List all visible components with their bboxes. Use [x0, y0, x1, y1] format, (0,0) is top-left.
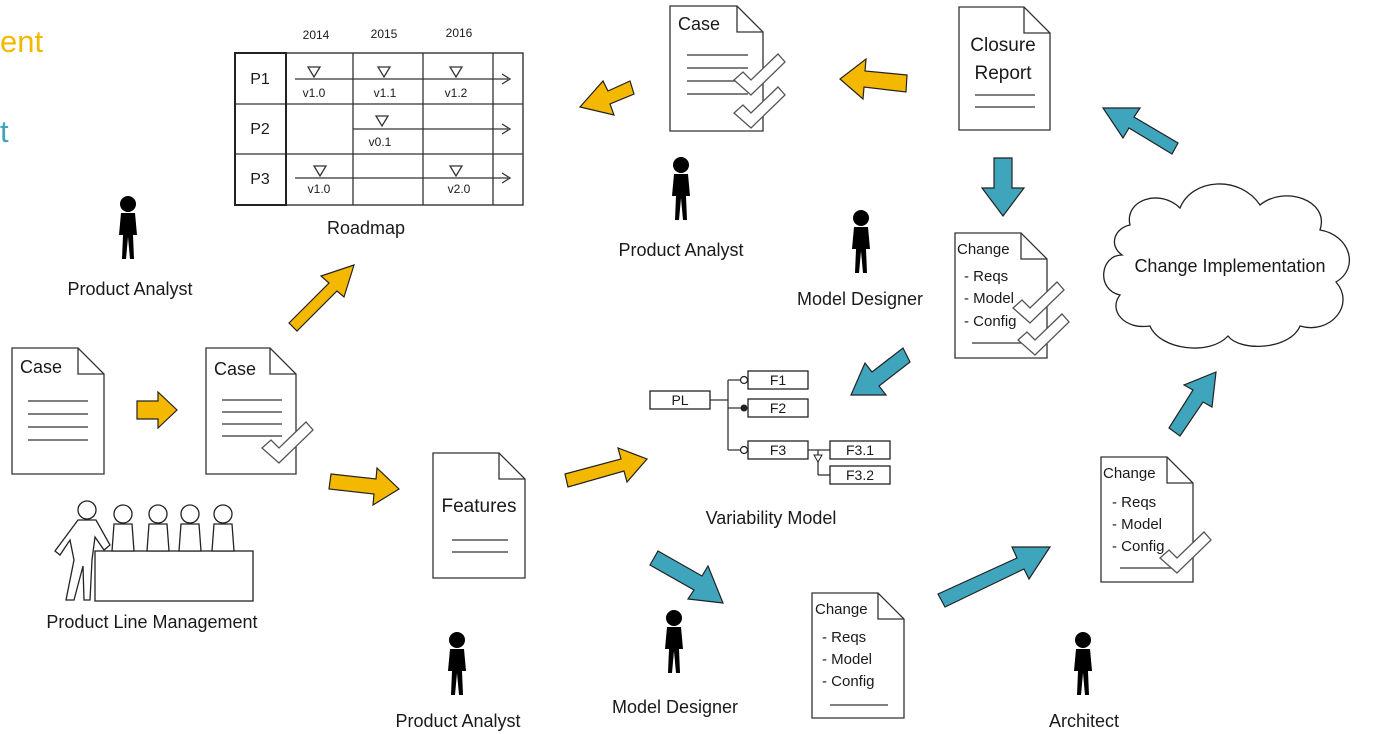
- document-title: Case: [678, 14, 720, 34]
- roadmap-row-p1: P1: [250, 71, 270, 88]
- document-title: Report: [974, 63, 1032, 84]
- document-title: Case: [20, 357, 62, 377]
- document-item: - Reqs: [1112, 494, 1156, 511]
- legend-text-1: ent: [0, 24, 43, 59]
- model-designer-icon: [852, 210, 870, 273]
- document-item: - Reqs: [822, 629, 866, 646]
- document-title: Change: [957, 241, 1010, 258]
- feature-label: F3.2: [846, 467, 874, 483]
- cloud-label: Change Implementation: [1134, 256, 1325, 276]
- document-title: Change: [1103, 465, 1156, 482]
- change-arrow: [1168, 371, 1217, 437]
- roadmap-year-2014: 2014: [303, 28, 330, 42]
- roadmap-row-p2: P2: [250, 121, 270, 138]
- case-document-checked: Case: [205, 347, 314, 475]
- process-arrow: [578, 79, 635, 116]
- closure-report-document: Closure Report: [958, 6, 1051, 131]
- change-arrow: [649, 550, 724, 604]
- roadmap-version: v1.1: [374, 86, 397, 100]
- legend-text-2: t: [0, 114, 9, 149]
- feature-label: F1: [770, 372, 787, 388]
- product-analyst-icon: [672, 157, 690, 220]
- change-implementation-cloud: Change Implementation: [1103, 183, 1351, 349]
- actor-label-model-designer: Model Designer: [797, 289, 923, 309]
- document-title: Case: [214, 359, 256, 379]
- actor-label-model-designer: Model Designer: [612, 697, 738, 717]
- roadmap-year-2015: 2015: [371, 27, 398, 41]
- features-document: Features: [432, 452, 526, 579]
- process-arrow: [839, 57, 908, 101]
- roadmap-version: v0.1: [369, 135, 392, 149]
- roadmap: 2014 2015 2016 P1 P2 P3 v1.0 v1.1 v1.2 v…: [234, 26, 524, 238]
- document-item: - Config: [964, 313, 1017, 330]
- roadmap-caption: Roadmap: [327, 218, 405, 238]
- feature-label: F3.1: [846, 442, 874, 458]
- change-arrow: [937, 546, 1052, 608]
- process-arrow: [288, 264, 355, 332]
- process-arrow: [136, 390, 178, 430]
- feature-label: F2: [770, 400, 787, 416]
- actor-label-product-line-management: Product Line Management: [46, 612, 257, 632]
- change-arrow: [980, 157, 1026, 217]
- document-item: - Model: [822, 651, 872, 668]
- roadmap-year-2016: 2016: [446, 26, 473, 40]
- product-line-management-icon: [54, 500, 254, 602]
- roadmap-row-p3: P3: [250, 171, 270, 188]
- product-analyst-icon: [119, 196, 137, 259]
- actor-label-product-analyst: Product Analyst: [618, 240, 743, 260]
- architect-icon: [1074, 632, 1092, 695]
- document-item: - Config: [822, 673, 875, 690]
- case-document: Case: [11, 347, 105, 475]
- actor-label-product-analyst: Product Analyst: [67, 279, 192, 299]
- change-document: Change - Reqs - Model - Config: [811, 592, 905, 719]
- document-title: Change: [815, 601, 868, 618]
- actor-label-product-analyst: Product Analyst: [395, 711, 520, 731]
- product-analyst-icon: [448, 632, 466, 695]
- document-item: - Reqs: [964, 268, 1008, 285]
- change-arrow: [850, 347, 911, 396]
- process-arrow: [328, 466, 400, 507]
- roadmap-version: v1.0: [308, 182, 331, 196]
- document-title: Closure: [970, 35, 1035, 56]
- document-title: Features: [442, 496, 517, 517]
- feature-label: F3: [770, 442, 787, 458]
- change-document-checked: Change - Reqs - Model - Config: [954, 232, 1070, 359]
- document-item: - Model: [964, 290, 1014, 307]
- roadmap-version: v1.0: [303, 86, 326, 100]
- change-document-checked: Change - Reqs - Model - Config: [1100, 456, 1212, 583]
- case-document-checked: Case: [669, 5, 786, 132]
- roadmap-version: v2.0: [448, 182, 471, 196]
- document-item: - Model: [1112, 516, 1162, 533]
- document-item: - Config: [1112, 538, 1165, 555]
- change-arrow: [1101, 107, 1179, 155]
- process-arrow: [564, 447, 649, 488]
- variability-model: PL F1 F2 F3 F3.1 F3.2 Variability Model: [649, 370, 891, 528]
- model-designer-icon: [665, 610, 683, 673]
- roadmap-version: v1.2: [445, 86, 468, 100]
- actor-label-architect: Architect: [1049, 711, 1119, 731]
- feature-root-label: PL: [671, 392, 688, 408]
- variability-model-caption: Variability Model: [706, 508, 837, 528]
